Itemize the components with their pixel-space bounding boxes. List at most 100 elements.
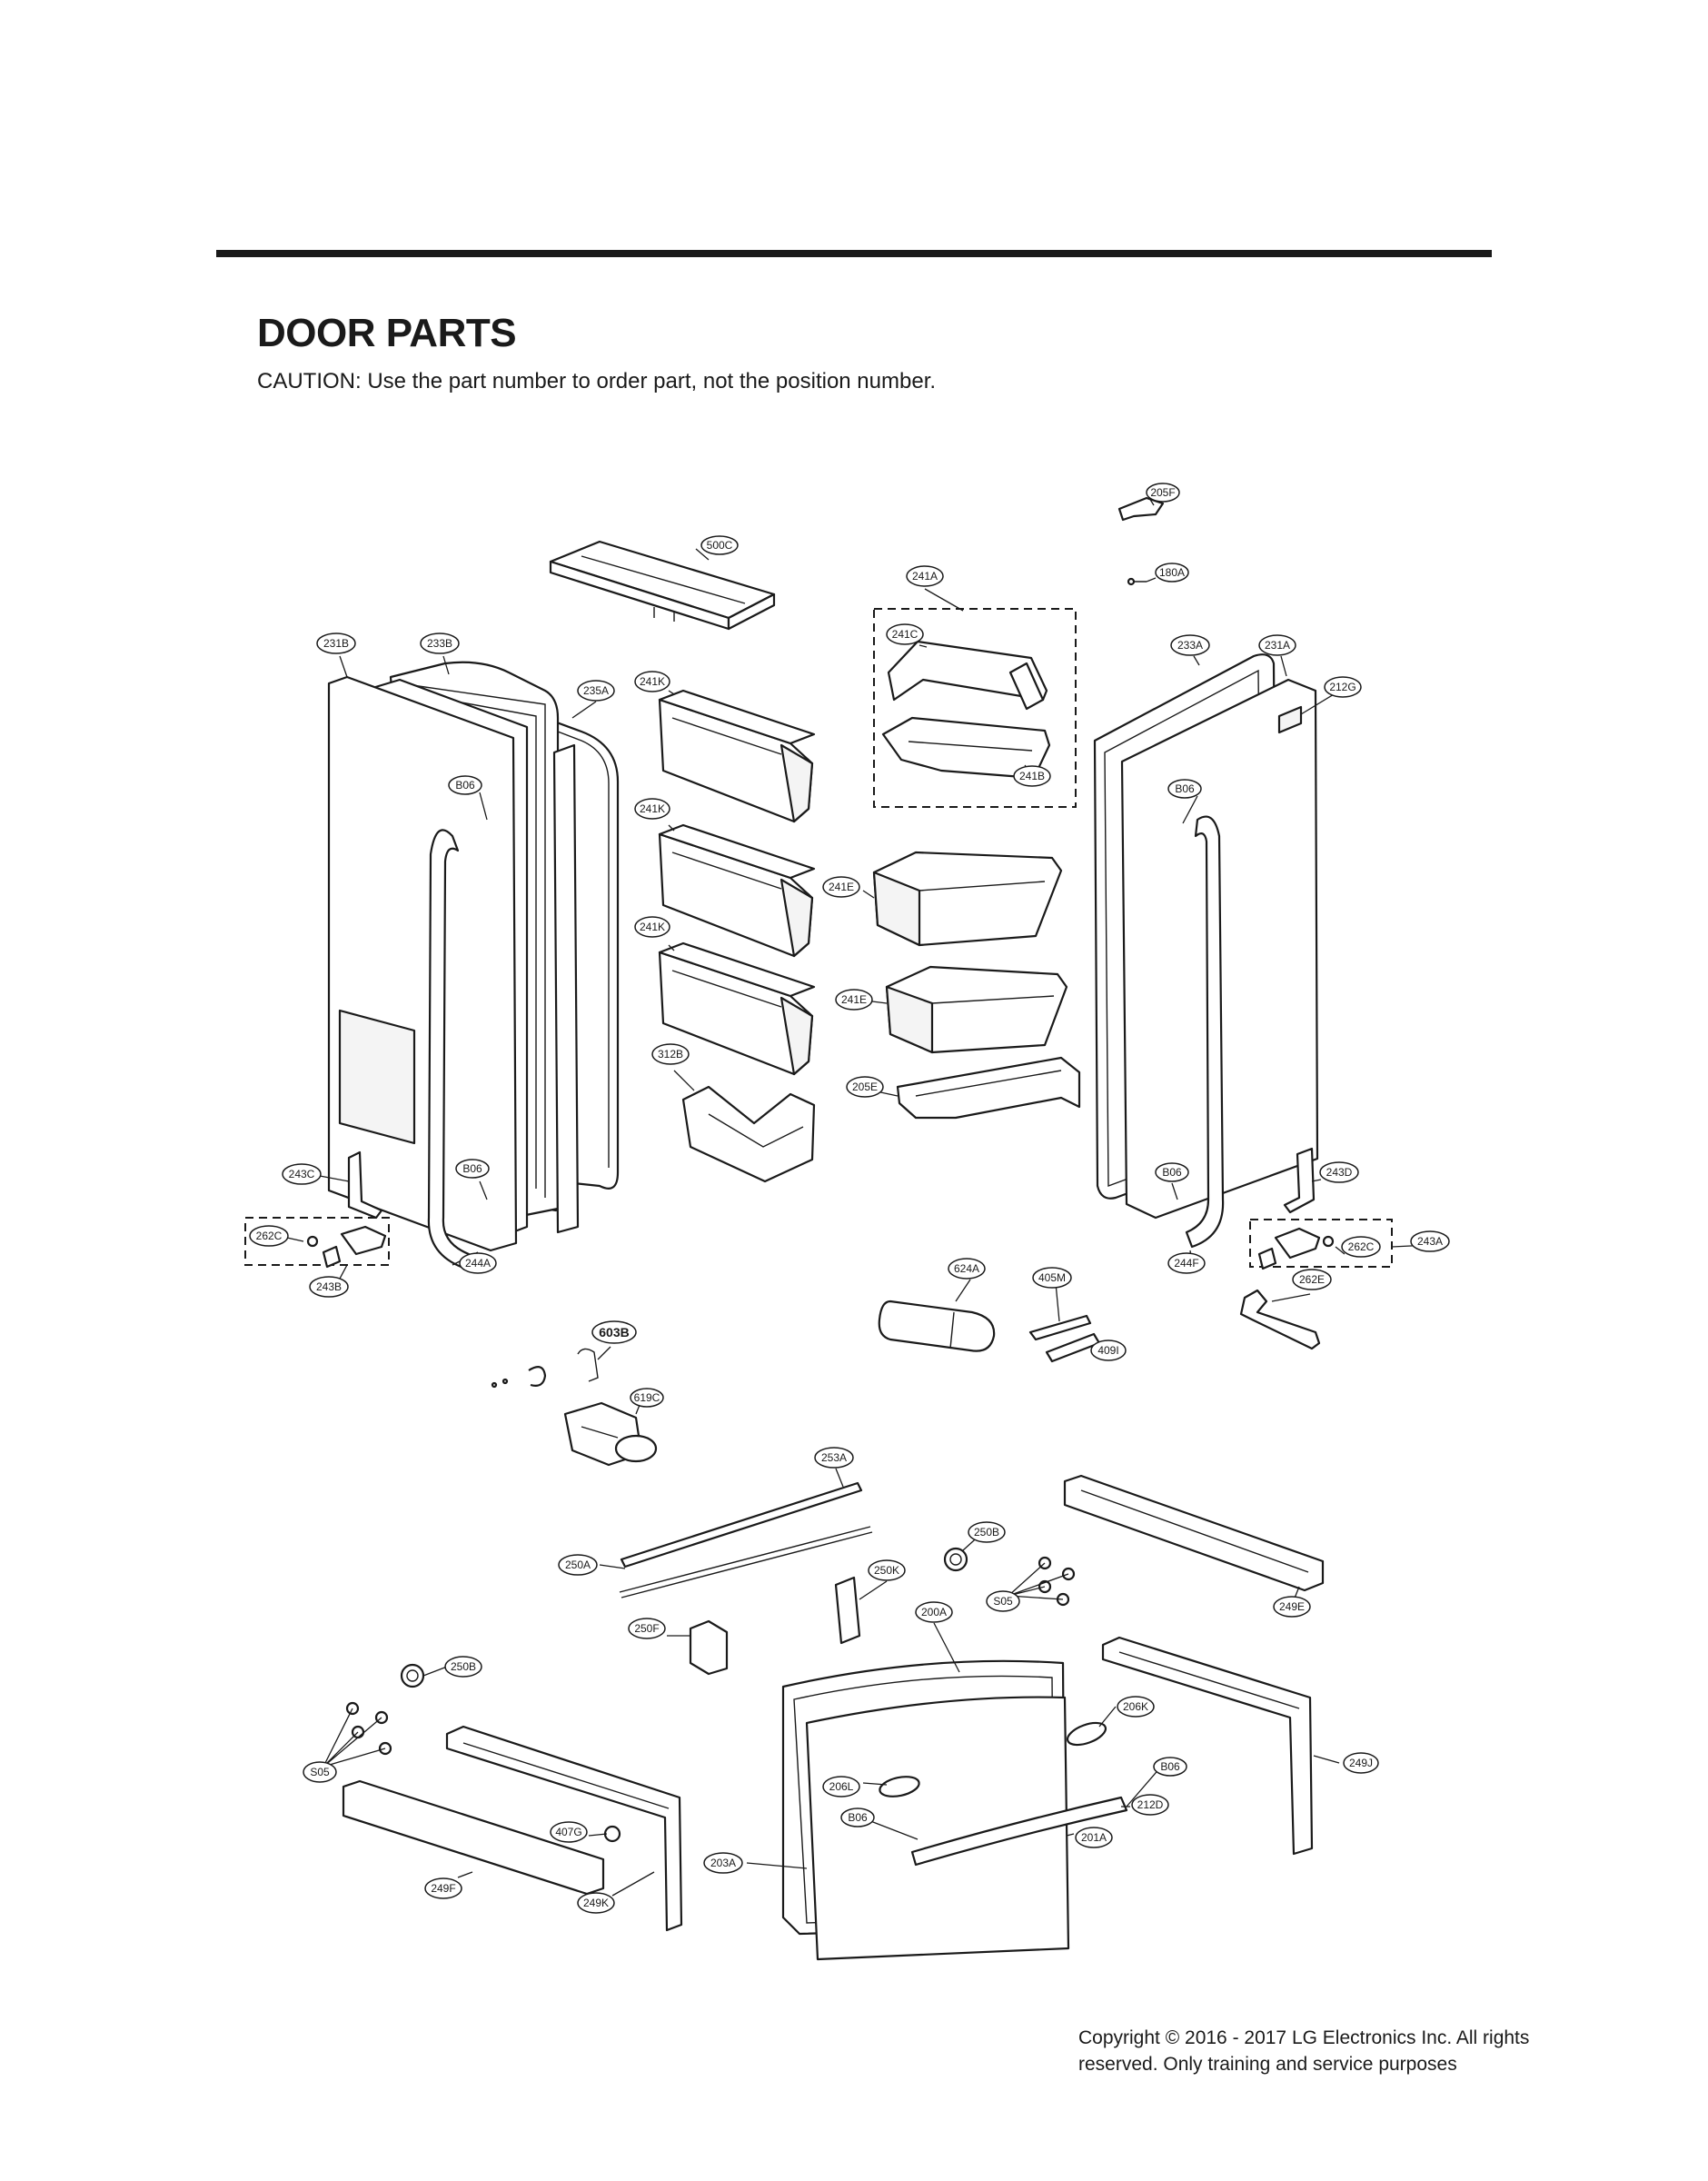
callout-262E: 262E [1292, 1269, 1332, 1290]
svg-text:241E: 241E [841, 993, 867, 1006]
right-hinge-bracket-part [1257, 1227, 1335, 1270]
svg-text:205F: 205F [1150, 486, 1175, 499]
callout-212D: 212D [1131, 1794, 1169, 1816]
caution-note: CAUTION: Use the part number to order pa… [257, 369, 937, 393]
callout-500C: 500C [700, 535, 739, 555]
svg-text:241K: 241K [640, 802, 665, 815]
right-upper-rail-part [1063, 1474, 1325, 1592]
svg-text:B06: B06 [848, 1811, 868, 1824]
svg-text:241K: 241K [640, 921, 665, 933]
svg-text:B06: B06 [1162, 1166, 1182, 1179]
pinion-gear-lower-part [400, 1663, 425, 1688]
door-bin-upper-part [658, 689, 816, 823]
callout-619C: 619C [630, 1388, 664, 1408]
callout-262C-1: 262C [249, 1225, 289, 1247]
right-hinge-part [1283, 1147, 1316, 1214]
callout-206L: 206L [822, 1776, 860, 1798]
gasket-strip-long-part [620, 1481, 863, 1569]
callout-200A: 200A [915, 1601, 953, 1623]
callout-241K-1: 241K [634, 671, 670, 692]
callout-241B: 241B [1013, 765, 1051, 787]
left-hinge-part [347, 1150, 383, 1220]
svg-text:212D: 212D [1137, 1798, 1164, 1811]
callout-212G: 212G [1324, 676, 1362, 698]
svg-text:624A: 624A [954, 1262, 979, 1275]
right-door-assembly [1093, 653, 1319, 1249]
dairy-bin-cover-part [887, 640, 1048, 711]
callout-B06-3: B06 [455, 1159, 490, 1179]
left-lower-rail-part [445, 1725, 683, 1932]
svg-text:206K: 206K [1123, 1700, 1148, 1713]
svg-text:500C: 500C [707, 539, 733, 552]
callout-262C-2: 262C [1341, 1236, 1381, 1258]
callout-205E: 205E [846, 1076, 884, 1098]
svg-text:312B: 312B [658, 1048, 683, 1061]
right-hinge-group-outline [1249, 1219, 1393, 1268]
callout-241K-2: 241K [634, 798, 670, 820]
svg-text:233A: 233A [1177, 639, 1203, 652]
callout-405M: 405M [1032, 1267, 1072, 1289]
large-door-bin-lower-part [885, 965, 1068, 1054]
svg-text:249F: 249F [431, 1882, 455, 1895]
dispenser-cover-part [681, 1085, 816, 1183]
water-valve-part [563, 1401, 658, 1467]
svg-text:243A: 243A [1417, 1235, 1443, 1248]
svg-text:253A: 253A [821, 1451, 847, 1464]
svg-text:262C: 262C [256, 1230, 283, 1242]
svg-text:250F: 250F [634, 1622, 659, 1635]
page-title: DOOR PARTS [257, 311, 517, 355]
callout-205F: 205F [1146, 483, 1180, 503]
callout-B06-2: B06 [1167, 779, 1202, 799]
rail-cover-part [834, 1576, 861, 1645]
callout-S05-1: S05 [986, 1590, 1020, 1612]
callout-233B: 233B [420, 632, 460, 654]
svg-text:249K: 249K [583, 1897, 609, 1909]
svg-text:405M: 405M [1038, 1271, 1066, 1284]
door-bin-middle-part [658, 823, 816, 958]
callout-253A: 253A [814, 1447, 854, 1469]
svg-text:241C: 241C [892, 628, 919, 641]
rail-bracket-part [689, 1619, 729, 1676]
callout-206K: 206K [1117, 1696, 1155, 1718]
callout-243D: 243D [1319, 1161, 1359, 1183]
hinge-wrench-part [1239, 1289, 1321, 1350]
callout-250K: 250K [868, 1559, 906, 1581]
callout-243C: 243C [282, 1163, 322, 1185]
callout-231B: 231B [316, 632, 356, 654]
callout-250A: 250A [558, 1554, 598, 1576]
callout-407G: 407G [550, 1821, 588, 1843]
svg-text:205E: 205E [852, 1081, 878, 1093]
svg-text:206L: 206L [829, 1780, 854, 1793]
header-rule [216, 250, 1492, 257]
svg-text:250A: 250A [565, 1559, 591, 1571]
svg-text:235A: 235A [583, 684, 609, 697]
callout-244F: 244F [1167, 1252, 1206, 1274]
svg-text:603B: 603B [599, 1325, 629, 1339]
callout-249E: 249E [1273, 1596, 1311, 1618]
callout-241A: 241A [906, 565, 944, 587]
svg-text:180A: 180A [1159, 566, 1185, 579]
large-door-bin-upper-part [872, 851, 1063, 947]
svg-text:201A: 201A [1081, 1831, 1107, 1844]
right-lower-rail-part [1101, 1636, 1314, 1856]
dairy-bin-part [881, 716, 1051, 780]
callout-603B: 603B [591, 1320, 637, 1344]
callout-243B: 243B [309, 1276, 349, 1298]
svg-text:262E: 262E [1299, 1273, 1325, 1286]
pin-part [1127, 577, 1147, 586]
callout-B06-1: B06 [448, 775, 482, 795]
svg-text:B06: B06 [1160, 1760, 1180, 1773]
svg-text:241A: 241A [912, 570, 938, 583]
svg-text:262C: 262C [1348, 1240, 1375, 1253]
svg-text:233B: 233B [427, 637, 452, 650]
callout-231A: 231A [1258, 634, 1296, 656]
svg-text:B06: B06 [462, 1162, 482, 1175]
door-shelf-bracket-part [896, 1056, 1081, 1120]
svg-text:243B: 243B [316, 1280, 342, 1293]
callout-B06-5: B06 [1153, 1757, 1187, 1777]
copyright-notice: Copyright © 2016 - 2017 LG Electronics I… [1078, 2027, 1530, 2075]
callout-624A: 624A [948, 1258, 986, 1280]
svg-text:S05: S05 [993, 1595, 1013, 1608]
callout-241K-3: 241K [634, 916, 670, 938]
